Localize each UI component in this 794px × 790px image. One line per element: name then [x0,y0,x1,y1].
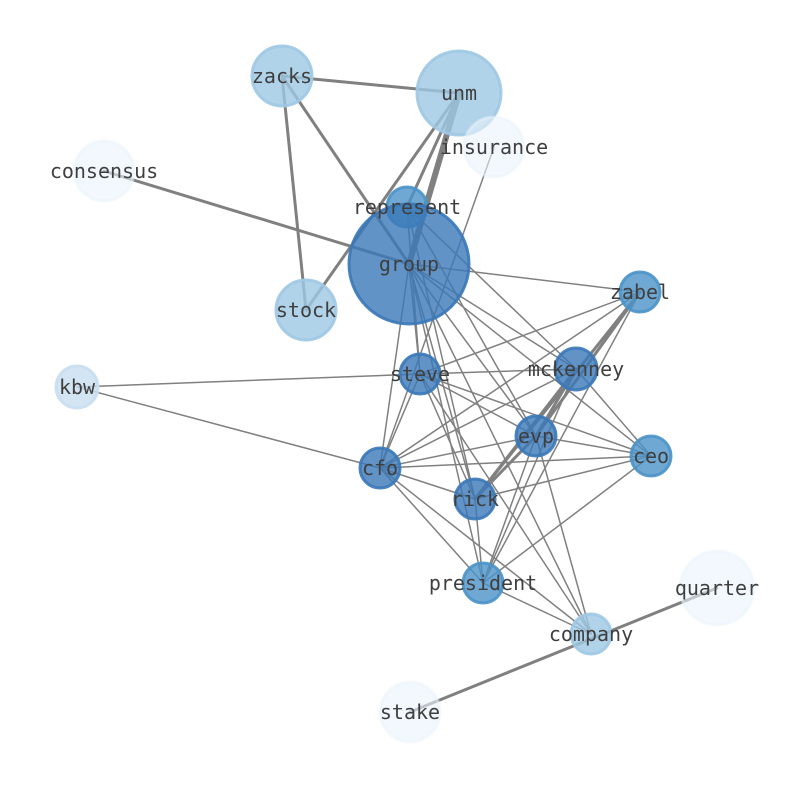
node-label-company: company [549,622,633,646]
node-evp[interactable] [514,414,558,458]
node-label-unm: unm [441,81,477,105]
node-group[interactable] [347,202,471,326]
node-stock[interactable] [274,278,338,342]
node-label-group: group [379,252,439,276]
edge-cfo-ceo [379,455,652,469]
node-insurance[interactable] [462,115,526,179]
node-president[interactable] [461,561,505,605]
edge-zabel-steve [419,291,641,375]
edge-quarter-stake [408,586,719,714]
edge-kbw-steve [76,373,421,388]
node-stake[interactable] [378,680,442,744]
node-label-zabel: zabel [610,280,670,304]
edge-cfo-president [379,467,484,584]
edge-mckenney-president [482,368,577,584]
edge-evp-president [482,435,537,584]
edge-steve-mckenney [419,368,577,375]
node-label-stake: stake [380,700,440,724]
edge-mckenney-cfo [379,368,577,469]
edge-ceo-president [482,455,652,584]
edge-steve-rick [419,373,476,500]
node-unm[interactable] [415,49,503,137]
node-label-ceo: ceo [633,444,669,468]
node-consensus[interactable] [72,139,136,203]
node-label-kbw: kbw [59,375,96,399]
node-zabel[interactable] [618,270,662,314]
edge-kbw-cfo [76,386,381,469]
node-layer [54,44,756,744]
edge-evp-company [535,435,592,635]
edge-layer [76,74,719,714]
edge-zabel-cfo [379,291,641,469]
node-company[interactable] [569,612,613,656]
node-label-consensus: consensus [50,159,158,183]
edge-zabel-president [482,291,641,584]
node-label-cfo: cfo [362,456,398,480]
node-ceo[interactable] [629,434,673,478]
node-label-quarter: quarter [675,576,759,600]
node-rick[interactable] [453,477,497,521]
edge-cfo-company [379,467,592,635]
node-label-zacks: zacks [252,64,312,88]
edge-rick-ceo [474,455,652,500]
node-label-stock: stock [276,298,336,322]
label-layer: zacks unm insurance consensus represent group… [50,64,759,724]
node-label-insurance: insurance [440,135,548,159]
edge-group-company [408,263,592,635]
node-zacks[interactable] [250,44,314,108]
node-quarter[interactable] [678,549,756,627]
node-label-steve: steve [390,362,450,386]
node-steve[interactable] [398,352,442,396]
node-mckenney[interactable] [553,346,599,392]
node-label-mckenney: mckenney [528,357,624,381]
node-kbw[interactable] [54,364,100,410]
edge-steve-company [419,373,592,635]
edge-zacks-stock [280,74,308,312]
node-label-president: president [429,571,537,595]
node-label-evp: evp [518,424,554,448]
node-label-rick: rick [451,487,499,511]
node-cfo[interactable] [358,446,402,490]
edge-steve-evp [419,373,537,437]
node-label-represent: represent [353,195,461,219]
edge-evp-cfo [379,435,537,469]
edge-unm-stock [304,91,461,312]
